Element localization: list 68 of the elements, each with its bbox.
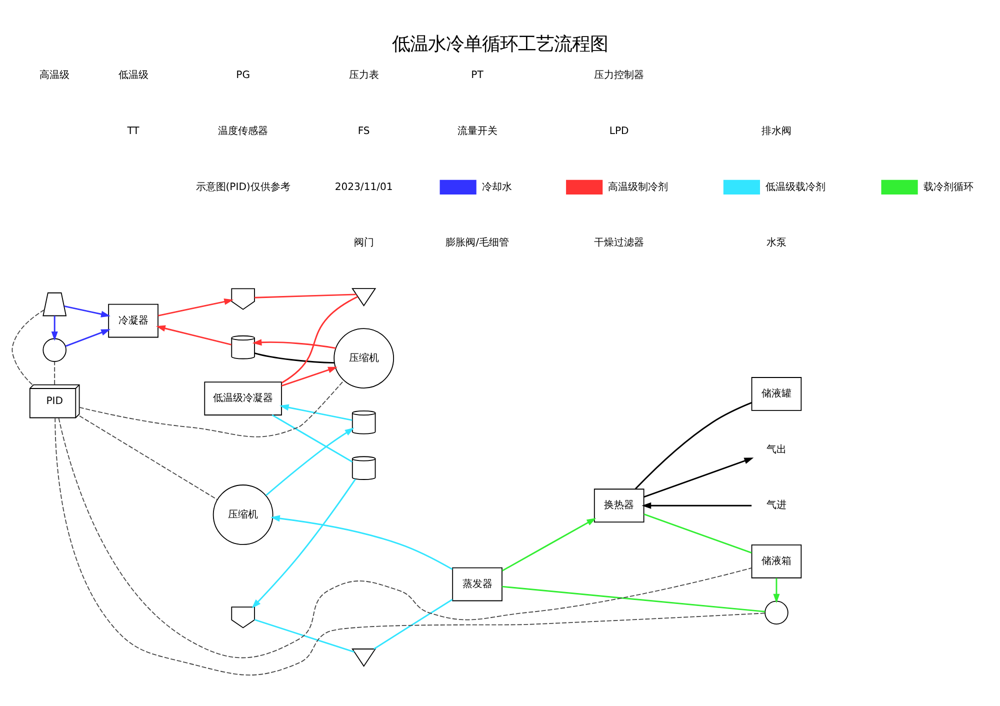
arrow xyxy=(279,404,352,420)
node-valve xyxy=(352,648,376,666)
arrow xyxy=(265,427,354,496)
node-box: 换热器 xyxy=(594,488,644,522)
label: 温度传感器 xyxy=(218,125,268,136)
connector xyxy=(272,414,353,462)
label: PT xyxy=(471,70,484,81)
node-box: 蒸发器 xyxy=(452,566,502,601)
node-circle xyxy=(764,600,788,624)
connector xyxy=(644,513,752,553)
arrow xyxy=(64,304,110,317)
node-box: 储液箱 xyxy=(751,544,802,578)
arrow xyxy=(642,502,752,508)
arrow xyxy=(773,578,780,603)
arrow xyxy=(270,514,453,570)
legend-label: 干燥过滤器 xyxy=(594,237,644,248)
diagram-title: 低温水冷单循环工艺流程图 xyxy=(392,33,608,54)
node-text: 气进 xyxy=(766,500,786,511)
label: 压力控制器 xyxy=(594,70,644,81)
node-text: 气出 xyxy=(766,444,786,455)
connector xyxy=(78,379,344,437)
arrow xyxy=(252,338,336,348)
connector xyxy=(254,293,356,298)
legend-label: 载冷剂循环 xyxy=(923,181,974,192)
node-circle xyxy=(42,338,66,362)
node-box: 低温级冷凝器 xyxy=(204,381,282,415)
connector xyxy=(502,585,766,612)
label: LPD xyxy=(609,125,629,136)
connector xyxy=(254,618,354,652)
arrow xyxy=(252,478,356,608)
connector xyxy=(374,598,453,650)
label: 排水阀 xyxy=(761,125,792,136)
legend-label: 水泵 xyxy=(766,237,786,248)
node-picture xyxy=(42,292,67,316)
arrow xyxy=(644,457,754,498)
label: FS xyxy=(358,125,370,136)
node-valve xyxy=(352,288,376,306)
arrow xyxy=(65,328,110,346)
connector xyxy=(54,360,56,384)
arrow xyxy=(158,298,234,316)
label: PG xyxy=(236,70,250,81)
node-circle: 压缩机 xyxy=(212,484,274,544)
label: 2023/11/01 xyxy=(334,181,393,192)
node-box: 冷凝器 xyxy=(108,303,158,338)
legend-label: 冷却水 xyxy=(482,181,512,192)
arrow xyxy=(281,366,338,386)
legend-label: 低温级载冷剂 xyxy=(765,181,826,192)
legend-label: 膨胀阀/毛细管 xyxy=(446,237,509,248)
arrow xyxy=(502,518,596,571)
connector xyxy=(12,308,45,385)
label: 低温级 xyxy=(118,70,148,81)
connector xyxy=(634,402,752,489)
connector xyxy=(79,414,218,500)
label: 高温级 xyxy=(40,70,70,81)
legend-label: 高温级制冷剂 xyxy=(608,181,668,192)
label: 流量开关 xyxy=(457,125,498,136)
node-cup xyxy=(231,606,255,628)
node-cup xyxy=(231,288,255,310)
arrow xyxy=(51,315,58,340)
arrow xyxy=(156,324,232,345)
node-box: 储液罐 xyxy=(751,376,802,410)
label: 压力表 xyxy=(348,70,379,81)
label: TT xyxy=(127,125,140,136)
connector xyxy=(254,352,334,364)
legend-label: 阀门 xyxy=(354,237,374,248)
node-circle: 压缩机 xyxy=(334,328,394,388)
label: 示意图(PID)仅供参考 xyxy=(196,181,290,192)
connector xyxy=(281,296,358,383)
